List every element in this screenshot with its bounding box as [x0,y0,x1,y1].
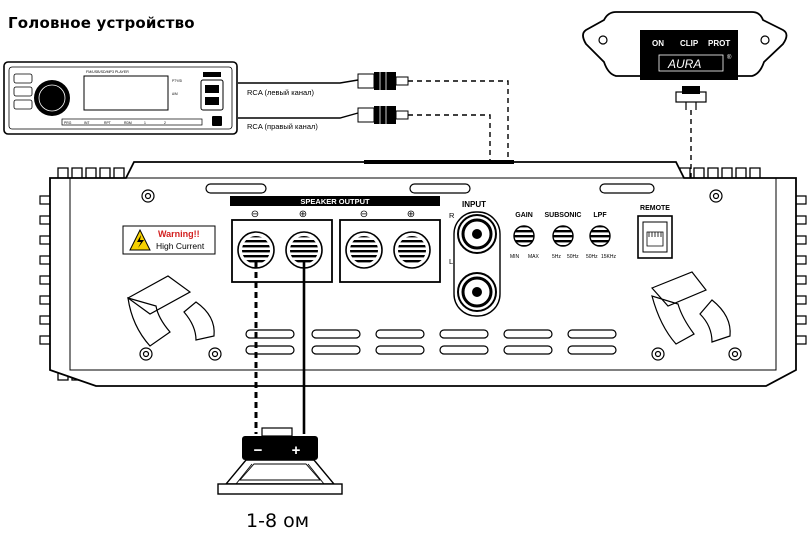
brand-logo: AURA [667,57,701,71]
warning-subtitle: High Current [156,241,205,251]
speaker-minus-label: − [254,442,263,459]
subsonic-label: SUBSONIC [545,212,582,219]
terminal-plus-2: ⊕ [407,209,415,220]
speaker-magnet [242,436,318,460]
lpf-knob[interactable] [589,225,611,247]
preset-label: 2 [164,121,166,125]
lpf-min: 50Hz [586,254,598,260]
head-unit: FM/USB/SD/MP3 PLAYER PTY/SI A/M PRG INT … [3,61,238,135]
rca-jack-r[interactable] [457,214,497,254]
remote-label: REMOTE [640,205,670,212]
rca-plug-right [357,106,409,124]
lpf-max: 15KHz [601,254,617,260]
gain-knob[interactable] [513,225,535,247]
head-unit-button[interactable] [13,99,33,110]
rca-jack-l[interactable] [457,272,497,312]
head-unit-button[interactable] [13,73,33,84]
terminal-plus-1: ⊕ [299,209,307,220]
speaker-terminal[interactable] [345,231,383,269]
preset-label: 1 [144,121,146,125]
head-unit-display-label: FM/USB/SD/MP3 PLAYER [86,70,129,74]
warning-title: Warning!! [158,229,200,239]
speaker-output: SPEAKER OUTPUT ⊖ ⊕ ⊖ ⊕ [230,196,441,283]
speaker: − + [217,427,343,495]
subsonic-max: 50Hz [567,254,579,260]
head-unit-small-label: A/M [172,92,178,96]
indicator-on: ON [652,39,664,48]
rca-plug-left [357,72,409,90]
head-unit-display [83,75,169,111]
head-unit-small-label: PTY/SI [172,79,182,83]
speaker-impedance: 1-8 ом [246,510,310,532]
input-label: INPUT [462,200,486,209]
preset-label: INT [84,121,89,125]
indicator-prot: PROT [708,39,730,48]
rca-right-label: RCA (правый канал) [247,122,318,131]
speaker-terminal[interactable] [393,231,431,269]
input-section: INPUT R L [449,200,501,317]
lpf-label: LPF [593,212,607,219]
speaker-output-label: SPEAKER OUTPUT [300,197,370,206]
channel-r-label: R [449,211,455,220]
rca-cables [238,79,359,119]
speaker-terminal[interactable] [237,231,275,269]
subsonic-min: 5Hz [552,254,561,260]
rca-dashed-lines [408,80,509,291]
preset-label: RDM [124,121,132,125]
speaker-terminal[interactable] [285,231,323,269]
gain-min: MIN [510,254,520,260]
header-title: Головное устройство [8,14,195,32]
warning-label: Warning!! High Current [122,225,216,255]
terminal-minus-1: ⊖ [251,209,259,220]
registered-mark: ® [727,54,732,61]
rca-left-label: RCA (левый канал) [247,88,315,97]
sd-slot-icon [205,97,219,105]
head-unit-button[interactable] [13,86,33,97]
indicator-clip: CLIP [680,39,699,48]
gain-label: GAIN [515,212,533,219]
remote-module: ON CLIP PROT AURA ® [582,11,788,110]
remote-port[interactable]: REMOTE [637,205,673,259]
terminal-minus-2: ⊖ [360,209,368,220]
preset-label: RPT [104,121,111,125]
volume-knob[interactable] [34,80,70,116]
speaker-plus-label: + [292,442,301,459]
gain-max: MAX [528,254,540,260]
head-unit-button[interactable] [212,116,222,126]
subsonic-knob[interactable] [552,225,574,247]
preset-label: PRG [64,121,72,125]
lightning-icon [137,235,144,248]
usb-port-icon [205,85,219,93]
channel-l-label: L [449,257,453,266]
controls: GAIN SUBSONIC LPF MIN MAX 5Hz 50Hz 50Hz … [510,212,617,260]
amplifier: Warning!! High Current SPEAKER OUTPUT ⊖ … [39,160,807,387]
